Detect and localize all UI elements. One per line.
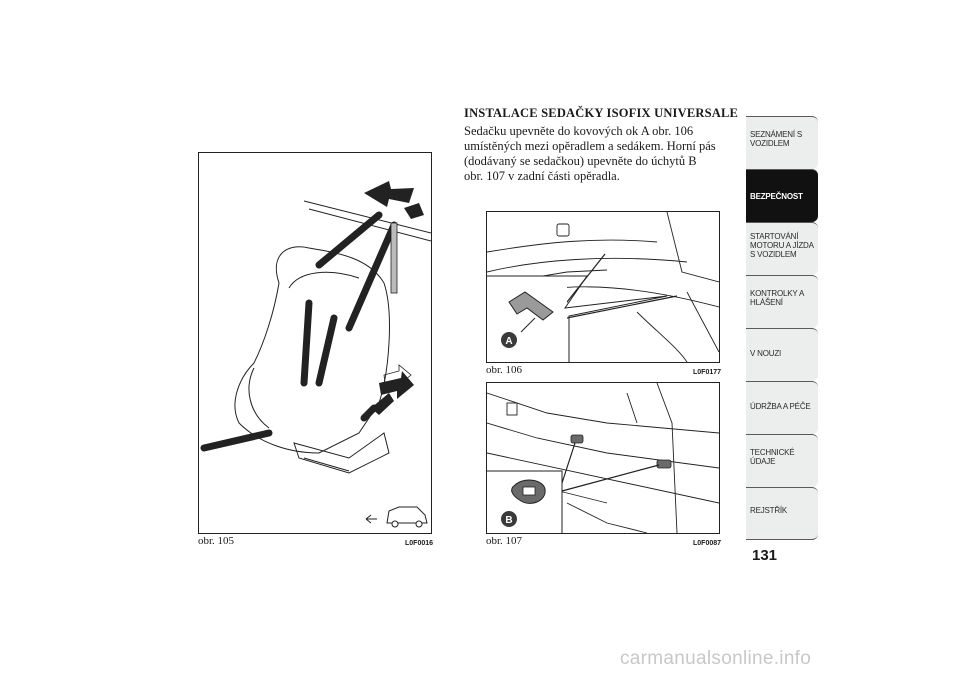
figure-106-caption: obr. 106: [486, 364, 523, 376]
tab-label-line: ÚDAJE: [750, 457, 776, 466]
figure-105: [198, 152, 432, 534]
tab-v-nouzi[interactable]: V NOUZI: [746, 328, 818, 381]
figure-107: B: [486, 382, 720, 534]
tab-bezpecnost[interactable]: BEZPEČNOST: [746, 169, 818, 222]
child-seat-illustration: [200, 181, 431, 528]
watermark: carmanualsonline.info: [620, 648, 812, 669]
figure-106-code: L0F0177: [693, 369, 722, 376]
tab-label-line: TECHNICKÉ: [750, 448, 795, 457]
marker-a-label: A: [505, 336, 512, 347]
tab-label-line: V NOUZI: [750, 349, 782, 358]
body-line: (dodávaný se sedačkou) upevněte do úchyt…: [464, 154, 697, 168]
body-line: Sedačku upevněte do kovových ok A obr. 1…: [464, 124, 694, 138]
tab-udrzba-a-pece[interactable]: ÚDRŽBA A PÉČE: [746, 381, 818, 434]
tab-label-line: HLÁŠENÍ: [750, 298, 783, 307]
marker-a-circle: [501, 332, 517, 348]
figure-107-code: L0F0087: [693, 540, 722, 547]
tab-kontrolky-a-hlaseni[interactable]: KONTROLKY A HLÁŠENÍ: [746, 275, 818, 328]
page-number: 131: [752, 547, 778, 564]
tab-label-line: KONTROLKY A: [750, 289, 805, 298]
chapter-sidebar: SEZNÁMENÍ S VOZIDLEM BEZPEČNOST STARTOVÁ…: [746, 116, 818, 540]
tab-label-line: VOZIDLEM: [750, 139, 790, 148]
tab-label-line: ÚDRŽBA A PÉČE: [750, 402, 811, 411]
tab-label-line: REJSTŘÍK: [750, 506, 788, 515]
tether-anchor-illustration: B: [487, 383, 719, 533]
body-line: umístěných mezi opěradlem a sedákem. Hor…: [464, 139, 716, 153]
figure-106: A: [486, 211, 720, 363]
tab-rejstrik[interactable]: REJSTŘÍK: [746, 487, 818, 540]
tab-technicke-udaje[interactable]: TECHNICKÉ ÚDAJE: [746, 434, 818, 487]
tab-label-line: BEZPEČNOST: [750, 192, 803, 201]
tab-startovani[interactable]: STARTOVÁNÍ MOTORU A JÍZDA S VOZIDLEM: [746, 222, 818, 275]
marker-b-label: B: [505, 515, 512, 526]
section-heading: INSTALACE SEDAČKY ISOFIX UNIVERSALE: [464, 106, 739, 120]
isofix-anchor-illustration: A: [487, 212, 719, 362]
section-body: Sedačku upevněte do kovových ok A obr. 1…: [464, 124, 726, 184]
figure-105-caption: obr. 105: [198, 535, 235, 547]
body-line: obr. 107 v zadní části opěradla.: [464, 169, 620, 183]
tab-label-line: SEZNÁMENÍ S: [750, 130, 803, 139]
tab-label-line: STARTOVÁNÍ: [750, 232, 799, 241]
figure-107-caption: obr. 107: [486, 535, 523, 547]
tab-label-line: S VOZIDLEM: [750, 250, 797, 259]
marker-b-circle: [501, 511, 517, 527]
figure-105-code: L0F0016: [405, 540, 434, 547]
tab-label-line: MOTORU A JÍZDA: [750, 241, 814, 250]
tab-seznameni-s-vozidlem[interactable]: SEZNÁMENÍ S VOZIDLEM: [746, 116, 818, 169]
